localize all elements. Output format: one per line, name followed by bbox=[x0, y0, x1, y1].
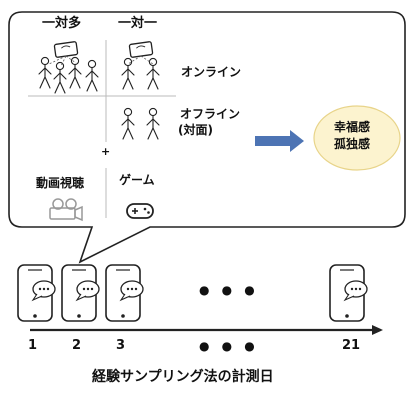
offline-label: オフライン bbox=[180, 107, 241, 121]
smartphone-row bbox=[17, 264, 368, 322]
plus-sign: + bbox=[101, 145, 111, 158]
chat-bubble-icon bbox=[119, 280, 144, 302]
online-label: オンライン bbox=[181, 65, 242, 79]
one-to-one-label: 一対一 bbox=[118, 16, 158, 31]
ellipsis-bottom: ● ● ● bbox=[199, 339, 259, 353]
video-camera-icon bbox=[49, 198, 83, 222]
stick-figure-icon bbox=[53, 61, 67, 94]
stick-figure-icon bbox=[121, 107, 135, 140]
loneliness-label: 孤独感 bbox=[334, 137, 371, 151]
gamepad-icon bbox=[126, 203, 154, 219]
one-to-many-label: 一対多 bbox=[42, 16, 82, 31]
stick-figure-icon bbox=[146, 57, 160, 90]
smartphone-chat-icon bbox=[105, 264, 144, 322]
timeline-arrowhead bbox=[372, 325, 383, 335]
offline-sub-label: (対面) bbox=[178, 123, 213, 137]
smartphone-chat-icon bbox=[61, 264, 100, 322]
ellipsis-top: ● ● ● bbox=[199, 283, 259, 297]
day-label-3: 3 bbox=[116, 338, 126, 353]
chat-bubble-icon bbox=[75, 280, 100, 302]
stick-figure-icon bbox=[38, 56, 52, 89]
one-to-one-online-figures bbox=[121, 41, 160, 90]
one-to-one-offline-figures bbox=[121, 107, 160, 140]
stick-figure-icon bbox=[68, 56, 82, 89]
stick-figure-icon bbox=[146, 107, 160, 140]
stick-figure-icon bbox=[121, 57, 135, 90]
effect-arrow bbox=[255, 130, 304, 152]
chat-bubble-icon bbox=[343, 280, 368, 302]
smartphone-chat-icon bbox=[17, 264, 56, 322]
game-label: ゲーム bbox=[119, 173, 155, 187]
timeline-caption: 経験サンプリング法の計測日 bbox=[92, 369, 274, 385]
one-to-many-online-figures bbox=[38, 41, 99, 94]
wellbeing-label: 幸福感 bbox=[334, 120, 371, 134]
day-label-21: 21 bbox=[342, 338, 361, 353]
wellbeing-ellipse bbox=[313, 105, 401, 171]
chat-bubble-icon bbox=[31, 280, 56, 302]
device-screen-icon bbox=[128, 41, 154, 58]
day-label-1: 1 bbox=[28, 338, 38, 353]
video-label: 動画視聴 bbox=[36, 176, 85, 190]
device-screen-icon bbox=[53, 41, 79, 58]
day-label-2: 2 bbox=[72, 338, 82, 353]
stick-figure-icon bbox=[85, 59, 99, 92]
speech-bubble bbox=[8, 11, 406, 264]
smartphone-chat-icon bbox=[329, 264, 368, 322]
